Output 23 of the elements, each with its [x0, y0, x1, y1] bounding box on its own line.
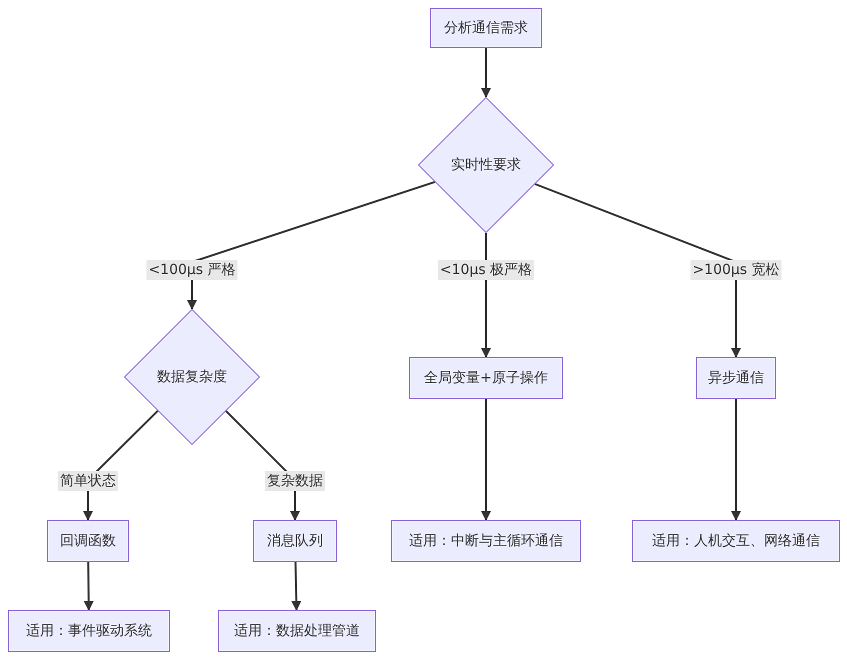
process-box: 全局变量+原子操作 [409, 357, 563, 399]
process-box: 适用：人机交互、网络通信 [632, 520, 840, 562]
process-box: 适用：数据处理管道 [218, 610, 376, 652]
process-box: 消息队列 [253, 520, 337, 562]
edge-label: >100μs 宽松 [690, 260, 782, 280]
arrow [481, 399, 491, 521]
process-box: 适用：中断与主循环通信 [391, 520, 581, 562]
edge-label: 简单状态 [58, 471, 118, 491]
arrow [481, 48, 491, 98]
decision-diamond: 数据复杂度 [124, 309, 260, 445]
process-box: 异步通信 [696, 357, 776, 399]
arrow [731, 399, 741, 521]
arrow [291, 562, 302, 611]
edge-label: 复杂数据 [265, 471, 325, 491]
process-box: 适用：事件驱动系统 [8, 610, 170, 652]
edge-label: <10μs 极严格 [438, 260, 534, 280]
decision-diamond: 实时性要求 [418, 97, 554, 233]
edge-label: <100μs 严格 [146, 260, 238, 280]
arrow [84, 562, 94, 611]
arrow [534, 183, 741, 358]
process-box: 分析通信需求 [430, 8, 542, 48]
process-box: 回调函数 [47, 520, 129, 562]
arrow [187, 180, 436, 310]
